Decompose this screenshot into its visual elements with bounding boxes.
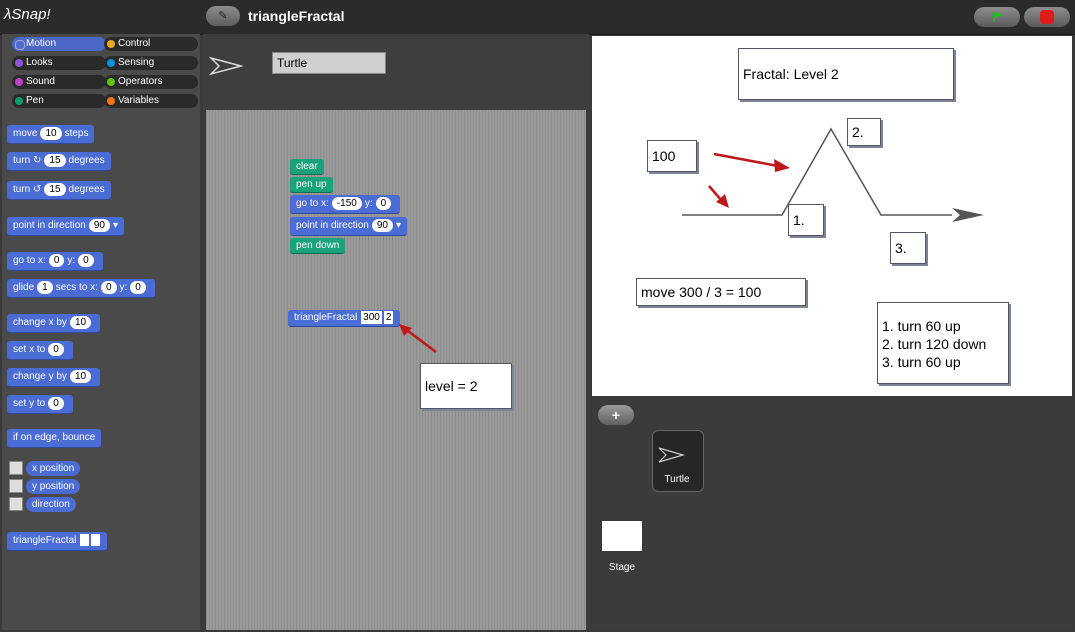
turn-step-3: 3. turn 60 up [882, 354, 961, 370]
note-hundred: 100 [647, 140, 697, 172]
pencil-icon[interactable]: ✎ [206, 6, 240, 26]
category-sensing[interactable]: Sensing [104, 56, 198, 70]
add-sprite-button[interactable]: + [598, 405, 634, 425]
note-move-calc: move 300 / 3 = 100 [636, 278, 806, 306]
green-flag-icon [993, 12, 1003, 22]
note-fractal-title: Fractal: Level 2 [738, 48, 954, 100]
sprite-bar [203, 34, 589, 110]
sprite-name-field[interactable]: Turtle [272, 52, 386, 74]
direction-reporter[interactable]: direction [26, 497, 76, 512]
note-level: level = 2 [420, 363, 512, 409]
category-variables[interactable]: Variables [104, 94, 198, 108]
stage-label: Stage [608, 562, 636, 573]
turtle-sprite-thumbnail[interactable] [652, 430, 704, 492]
category-motion[interactable]: Motion [12, 37, 106, 51]
turn-step-1: 1. turn 60 up [882, 318, 961, 334]
category-sound[interactable]: Sound [12, 75, 106, 89]
category-looks[interactable]: Looks [12, 56, 106, 70]
x-position-reporter[interactable]: x position [26, 461, 81, 476]
direction-checkbox[interactable] [9, 497, 23, 511]
category-pen[interactable]: Pen [12, 94, 106, 108]
green-flag-button[interactable] [974, 7, 1020, 27]
category-operators[interactable]: Operators [104, 75, 198, 89]
custom-triangle-fractal-block[interactable]: triangleFractal [7, 532, 108, 551]
red-arrow-icon [399, 324, 437, 353]
bounce-block[interactable]: if on edge, bounce [7, 429, 102, 448]
pen-down-block[interactable]: pen down [290, 238, 346, 254]
clear-block[interactable]: clear [290, 159, 324, 175]
x-position-checkbox[interactable] [9, 461, 23, 475]
block-palette: Motion Control Looks Sensing Sound Opera… [2, 34, 200, 630]
category-control[interactable]: Control [104, 37, 198, 51]
note-turns: 1. turn 60 up 2. turn 120 down 3. turn 6… [877, 302, 1009, 384]
top-bar [0, 0, 1075, 35]
y-position-reporter[interactable]: y position [26, 479, 81, 494]
turtle-thumbnail-icon [658, 447, 686, 463]
turn-step-2: 2. turn 120 down [882, 336, 987, 352]
stop-button[interactable] [1024, 7, 1070, 27]
note-step-2: 2. [847, 118, 881, 146]
turtle-sprite-icon [209, 56, 243, 76]
note-step-3: 3. [890, 232, 926, 264]
snap-logo[interactable]: λSnap! [4, 6, 51, 23]
note-step-1: 1. [788, 204, 824, 236]
stop-icon [1040, 10, 1054, 24]
y-position-checkbox[interactable] [9, 479, 23, 493]
sprite-label: Turtle [664, 474, 690, 485]
pen-up-block[interactable]: pen up [290, 177, 333, 193]
project-title: triangleFractal [248, 8, 345, 24]
stage[interactable]: Fractal: Level 2 100 2. 1. 3. move 300 /… [592, 36, 1072, 396]
stage-thumbnail[interactable] [602, 521, 642, 551]
fractal-drawing [682, 127, 984, 222]
